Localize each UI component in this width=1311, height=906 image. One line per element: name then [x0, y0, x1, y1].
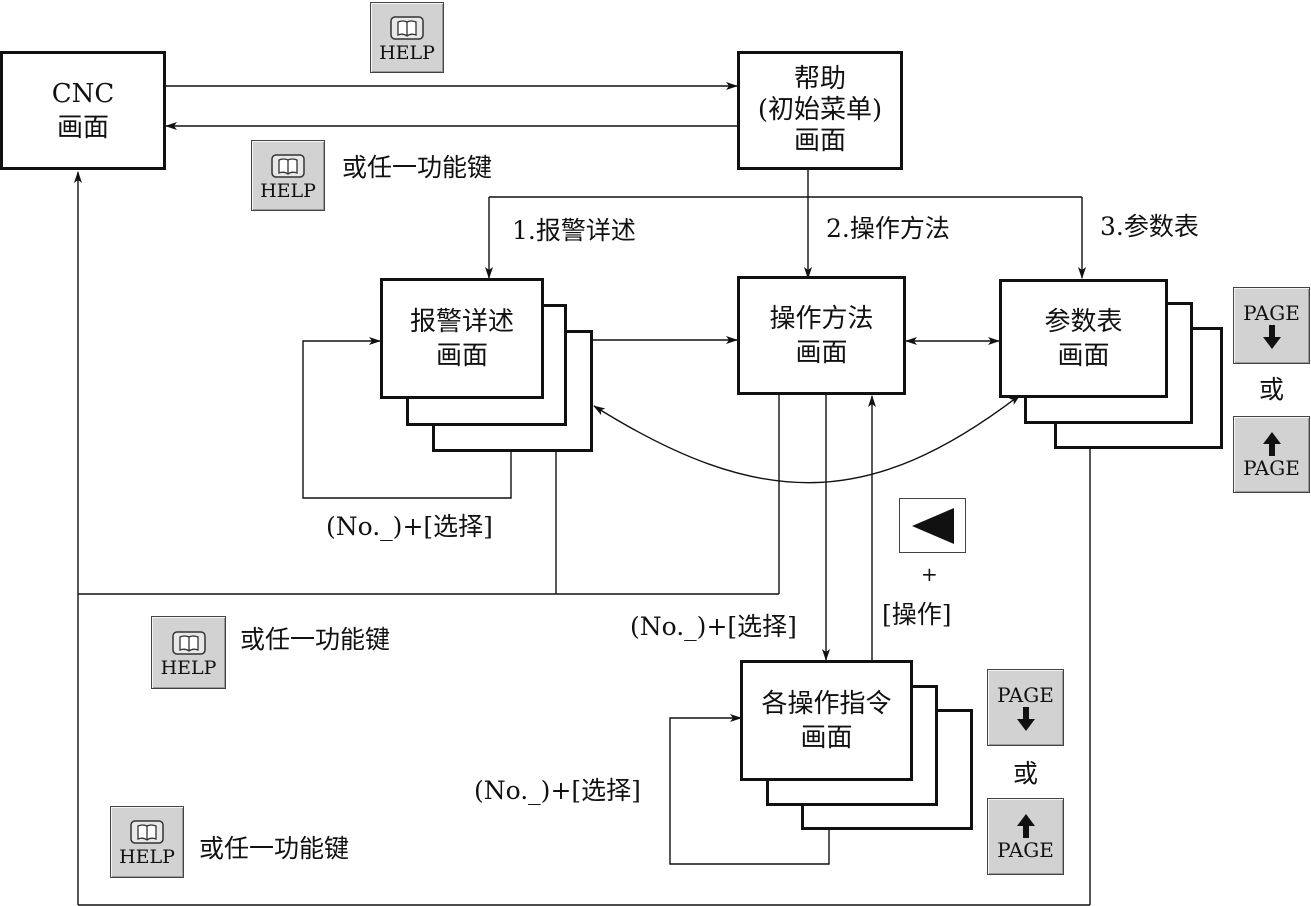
help-key-upper-left-label: HELP [260, 179, 316, 202]
alarm-screen-line-1: 报警详述 [409, 306, 514, 337]
help-key-bottom-label: HELP [119, 846, 175, 868]
method-screen-line-2: 画面 [795, 337, 848, 368]
arrow-alarm-param-curve [593, 394, 1021, 484]
help-screen-line-2: (初始菜单) [757, 95, 883, 125]
help-return-label-top: 或任一功能键 [342, 153, 493, 182]
cnc-screen-box: CNC 画面 [0, 51, 166, 170]
page-up-key-param[interactable]: PAGE [1233, 416, 1310, 493]
arrow-down-icon [1262, 324, 1281, 349]
plus-sign: + [921, 562, 938, 586]
page-down-key-param-label: PAGE [1243, 300, 1300, 325]
commands-screen-line-1: 各操作指令 [761, 688, 892, 719]
operate-label: [操作] [882, 600, 952, 629]
page-up-key-commands[interactable]: PAGE [987, 798, 1064, 875]
select-label-commands: (No._)+[选择] [474, 776, 641, 805]
help-screen-line-3: 画面 [793, 126, 846, 156]
help-return-label-bottom: 或任一功能键 [199, 834, 350, 863]
method-screen-line-1: 操作方法 [769, 303, 874, 334]
back-key[interactable] [899, 498, 966, 553]
commands-screen-box: 各操作指令 画面 [740, 660, 913, 781]
arrow-down-icon [1016, 706, 1035, 731]
select-label-alarm: (No._)+[选择] [326, 512, 493, 541]
book-icon [271, 153, 305, 178]
page-down-key-commands[interactable]: PAGE [987, 669, 1064, 746]
method-screen-box: 操作方法 画面 [737, 276, 906, 395]
back-triangle-icon [911, 507, 954, 544]
help-screen-line-1: 帮助 [793, 64, 846, 94]
book-icon [171, 630, 206, 655]
param-screen-line-2: 画面 [1057, 340, 1110, 371]
help-key-middle-label: HELP [160, 656, 217, 679]
book-icon [130, 820, 164, 844]
param-screen-line-1: 参数表 [1044, 306, 1123, 337]
cnc-screen-line-2: 画面 [56, 112, 109, 143]
cnc-screen-line-1: CNC [51, 78, 115, 109]
branch-label-alarm: 1.报警详述 [512, 216, 636, 245]
or-label-commands: 或 [1013, 759, 1039, 788]
arrow-up-icon [1016, 813, 1035, 838]
select-label-method: (No._)+[选择] [630, 612, 797, 641]
help-key-upper-left[interactable]: HELP [251, 140, 325, 211]
help-return-label-mid: 或任一功能键 [240, 625, 391, 654]
page-down-key-param[interactable]: PAGE [1233, 287, 1310, 364]
param-screen-box: 参数表 画面 [999, 279, 1168, 398]
page-down-key-commands-label: PAGE [997, 682, 1054, 707]
or-label-param: 或 [1259, 375, 1285, 404]
alarm-screen-box: 报警详述 画面 [380, 278, 544, 399]
commands-screen-line-2: 画面 [800, 722, 853, 753]
help-key-middle[interactable]: HELP [151, 616, 226, 689]
alarm-screen-line-2: 画面 [435, 340, 488, 371]
help-key-top[interactable]: HELP [370, 2, 444, 73]
loop-commands-select [669, 714, 830, 865]
help-key-top-label: HELP [379, 41, 435, 64]
help-key-bottom[interactable]: HELP [110, 806, 184, 878]
page-up-key-commands-label: PAGE [997, 837, 1054, 862]
branch-label-param: 3.参数表 [1100, 212, 1199, 241]
branch-label-method: 2.操作方法 [826, 214, 950, 243]
loop-alarm-select [302, 337, 512, 499]
book-icon [390, 15, 424, 40]
arrow-up-icon [1262, 431, 1281, 456]
help-screen-box: 帮助 (初始菜单) 画面 [737, 51, 903, 170]
page-up-key-param-label: PAGE [1243, 455, 1300, 480]
